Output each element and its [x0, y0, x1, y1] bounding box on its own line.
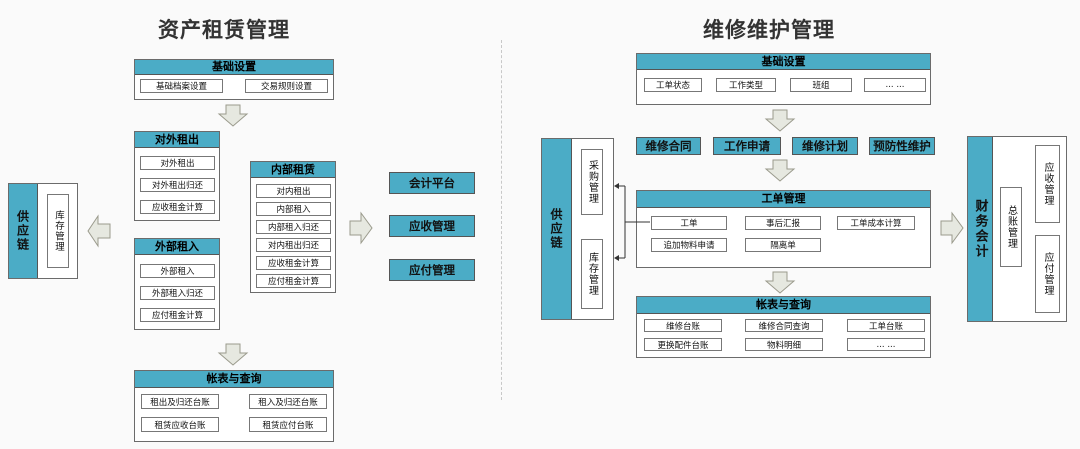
- lease-out-header: 对外租出: [135, 132, 219, 148]
- right-reports-header: 帐表与查询: [637, 297, 930, 314]
- finance-panel: 财务会计 总账管理 应收管理 应付管理: [967, 136, 1067, 322]
- left-basic-item[interactable]: 交易规则设置: [245, 79, 328, 93]
- internal-lease-header: 内部租赁: [251, 162, 335, 178]
- left-basic-panel: 基础设置 基础档案设置 交易规则设置: [134, 59, 334, 100]
- work-order-item[interactable]: 工单成本计算: [837, 216, 915, 230]
- internal-lease-item[interactable]: 对内租出归还: [256, 238, 331, 252]
- left-report-item[interactable]: 租入及归还台账: [249, 394, 327, 409]
- right-basic-item[interactable]: 工作类型: [716, 78, 776, 92]
- lease-in-item[interactable]: 外部租入归还: [140, 286, 215, 300]
- right-report-item[interactable]: ... ...: [847, 338, 925, 351]
- right-supply-chain-panel: 供应链 采购管理 库存管理: [541, 138, 614, 320]
- section-divider: [501, 40, 502, 400]
- connector-lines: [614, 183, 650, 261]
- left-inventory-box[interactable]: 库存管理: [47, 194, 69, 268]
- work-order-item[interactable]: 追加物料申请: [651, 238, 727, 252]
- right-basic-item[interactable]: 工单状态: [644, 78, 702, 92]
- internal-lease-item[interactable]: 对内租出: [256, 184, 331, 198]
- payable-management-button[interactable]: 应付管理: [389, 259, 475, 281]
- left-arrow-icon: [87, 214, 111, 248]
- left-report-item[interactable]: 租赁应收台账: [141, 417, 219, 432]
- accounting-platform-button[interactable]: 会计平台: [389, 172, 475, 194]
- internal-lease-panel: 内部租赁 对内租出 内部租入 内部租入归还 对内租出归还 应收租金计算 应付租金…: [250, 161, 336, 293]
- right-supply-chain-label: 供应链: [542, 139, 572, 319]
- right-report-item[interactable]: 更换配件台账: [644, 338, 722, 351]
- inventory-management-box[interactable]: 库存管理: [581, 239, 603, 309]
- right-report-item[interactable]: 物料明细: [745, 338, 823, 351]
- lease-out-item[interactable]: 对外租出归还: [140, 178, 215, 192]
- finance-label: 财务会计: [968, 137, 993, 321]
- internal-lease-item[interactable]: 内部租入: [256, 202, 331, 216]
- receivable-management-button[interactable]: 应收管理: [389, 215, 475, 237]
- right-report-item[interactable]: 维修合同查询: [745, 319, 823, 332]
- internal-lease-item[interactable]: 应收租金计算: [256, 256, 331, 270]
- lease-in-panel: 外部租入 外部租入 外部租入归还 应付租金计算: [134, 238, 220, 330]
- work-request-button[interactable]: 工作申请: [713, 137, 781, 155]
- left-title: 资产租赁管理: [158, 18, 290, 42]
- lease-out-item[interactable]: 对外租出: [140, 156, 215, 170]
- internal-lease-item[interactable]: 内部租入归还: [256, 220, 331, 234]
- work-order-item[interactable]: 隔离单: [745, 238, 821, 252]
- lease-out-panel: 对外租出 对外租出 对外租出归还 应收租金计算: [134, 131, 220, 221]
- internal-lease-item[interactable]: 应付租金计算: [256, 274, 331, 288]
- right-title: 维修维护管理: [703, 18, 835, 42]
- down-arrow-icon: [217, 343, 249, 366]
- general-ledger-box[interactable]: 总账管理: [1000, 187, 1022, 267]
- lease-in-item[interactable]: 外部租入: [140, 264, 215, 278]
- preventive-maintenance-button[interactable]: 预防性维护: [869, 137, 935, 155]
- right-arrow-icon: [349, 211, 373, 245]
- work-order-panel: 工单管理 工单 事后汇报 工单成本计算 追加物料申请 隔离单: [636, 190, 931, 268]
- work-order-header: 工单管理: [637, 191, 930, 208]
- lease-in-item[interactable]: 应付租金计算: [140, 308, 215, 322]
- left-report-item[interactable]: 租赁应付台账: [249, 417, 327, 432]
- right-arrow-icon: [940, 211, 964, 245]
- right-basic-panel: 基础设置 工单状态 工作类型 班组 ... ...: [636, 53, 931, 105]
- down-arrow-icon: [764, 271, 796, 294]
- work-order-item[interactable]: 工单: [651, 216, 727, 230]
- left-supply-chain-label: 供应链: [9, 184, 38, 278]
- left-reports-panel: 帐表与查询 租出及归还台账 租入及归还台账 租赁应收台账 租赁应付台账: [134, 370, 334, 442]
- repair-contract-button[interactable]: 维修合同: [636, 137, 701, 155]
- lease-in-header: 外部租入: [135, 239, 219, 255]
- down-arrow-icon: [764, 109, 796, 132]
- payable-box[interactable]: 应付管理: [1035, 235, 1060, 313]
- work-order-item[interactable]: 事后汇报: [745, 216, 821, 230]
- repair-plan-button[interactable]: 维修计划: [792, 137, 858, 155]
- right-report-item[interactable]: 工单台账: [847, 319, 925, 332]
- down-arrow-icon: [764, 159, 796, 182]
- left-basic-header: 基础设置: [135, 60, 333, 75]
- left-basic-item[interactable]: 基础档案设置: [140, 79, 223, 93]
- receivable-box[interactable]: 应收管理: [1035, 145, 1060, 223]
- left-reports-header: 帐表与查询: [135, 371, 333, 388]
- purchase-management-box[interactable]: 采购管理: [581, 149, 603, 215]
- right-reports-panel: 帐表与查询 维修台账 维修合同查询 工单台账 更换配件台账 物料明细 ... .…: [636, 296, 931, 358]
- right-basic-item[interactable]: ... ...: [864, 78, 926, 92]
- right-basic-item[interactable]: 班组: [790, 78, 852, 92]
- lease-out-item[interactable]: 应收租金计算: [140, 200, 215, 214]
- right-report-item[interactable]: 维修台账: [644, 319, 722, 332]
- right-basic-header: 基础设置: [637, 54, 930, 70]
- left-report-item[interactable]: 租出及归还台账: [141, 394, 219, 409]
- down-arrow-icon: [217, 104, 249, 127]
- left-supply-chain-panel: 供应链 库存管理: [8, 183, 78, 279]
